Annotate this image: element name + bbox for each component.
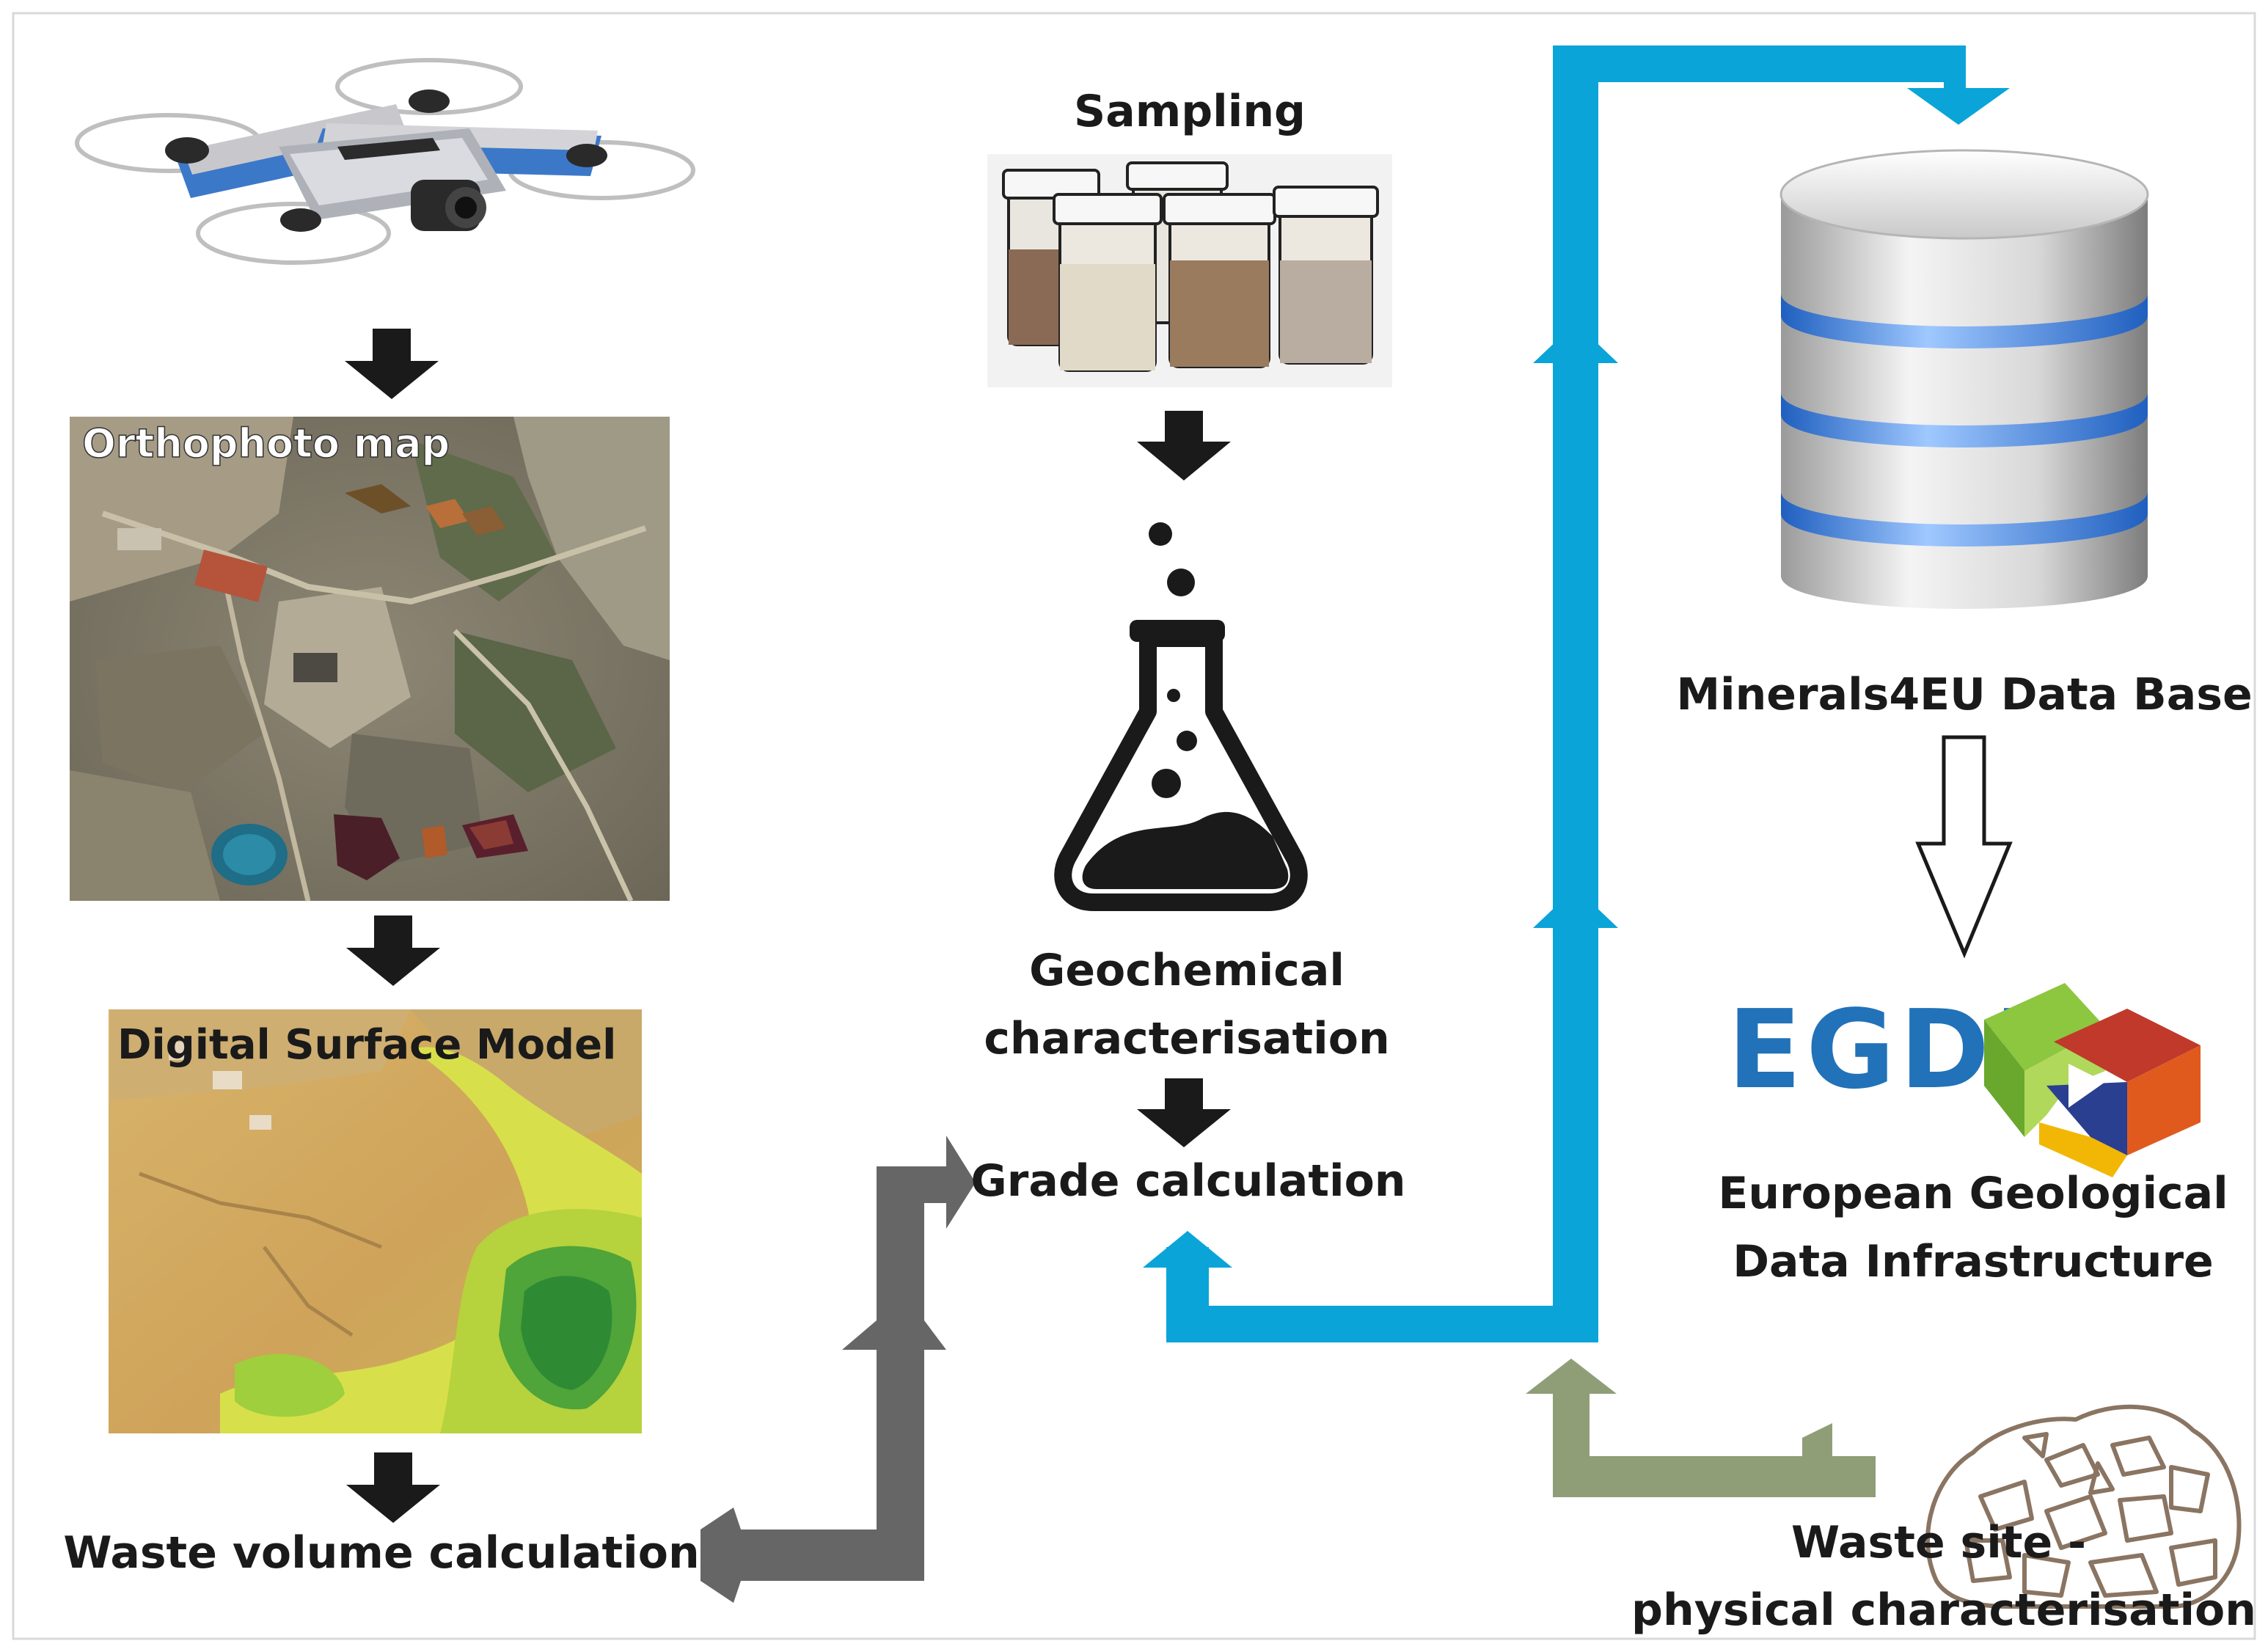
waste-site-label-line2: physical characterisation	[1631, 1585, 2256, 1636]
database-label: Minerals4EU Data Base	[1676, 669, 2252, 720]
blue-flow-arrow	[1143, 45, 2010, 1342]
orthophoto-map-image	[70, 417, 670, 902]
orthophoto-label: Orthophoto map	[82, 420, 450, 467]
arrow-ortho-to-dsm	[346, 915, 440, 986]
arrow-sampling-to-flask	[1137, 411, 1231, 480]
grey-flow-arrow	[700, 1136, 976, 1603]
dsm-label: Digital Surface Model	[117, 1021, 616, 1069]
arrow-dsm-to-volume	[346, 1452, 440, 1523]
geochemical-label-line2: characterisation	[984, 1013, 1389, 1064]
olive-flow-arrow	[1526, 1359, 1876, 1497]
waste-site-label-line1: Waste site -	[1791, 1517, 2086, 1568]
rock-pile-icon	[1925, 1404, 2242, 1609]
lab-flask-icon	[1054, 522, 1308, 911]
grade-calculation-label: Grade calculation	[971, 1155, 1406, 1207]
waste-volume-label: Waste volume calculation	[63, 1527, 699, 1579]
sampling-label: Sampling	[1074, 86, 1306, 137]
sample-jars-icon	[987, 154, 1392, 387]
egdi-logo: EGDI	[1727, 983, 2201, 1177]
arrow-database-to-egdi	[1915, 735, 2013, 959]
egdi-full-label-line2: Data Infrastructure	[1733, 1236, 2214, 1287]
geochemical-label-line1: Geochemical	[1029, 945, 1345, 996]
digital-surface-model-image	[109, 1009, 642, 1433]
drone-icon	[75, 58, 695, 265]
egdi-full-label-line1: European Geological	[1718, 1168, 2228, 1219]
arrow-drone-to-ortho	[345, 329, 439, 399]
database-icon	[1779, 149, 2149, 609]
frame-border	[12, 12, 2256, 1640]
egdi-logo-text: EGDI	[1727, 987, 2039, 1113]
arrow-geochem-to-grade	[1137, 1078, 1231, 1147]
